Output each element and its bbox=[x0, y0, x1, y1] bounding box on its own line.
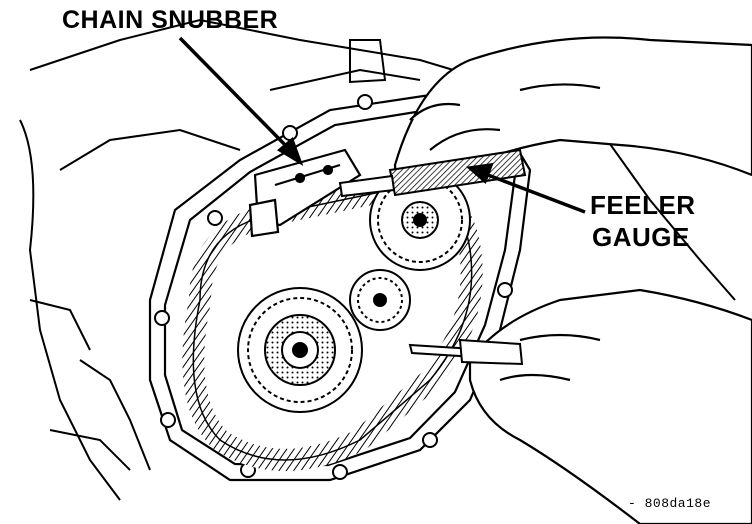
crankshaft-sprocket bbox=[238, 288, 362, 412]
feeler-gauge bbox=[340, 150, 525, 196]
chain-snubber bbox=[250, 150, 360, 236]
figure-code: - 808da18e bbox=[628, 496, 712, 511]
chain-snubber-label: CHAIN SNUBBER bbox=[62, 6, 279, 34]
leader-arrows bbox=[180, 38, 585, 212]
feeler-gauge-label-line2: GAUGE bbox=[592, 222, 690, 252]
screwdriver bbox=[410, 340, 522, 364]
feeler-gauge-label-line1: FEELER bbox=[590, 190, 696, 220]
intermediate-sprocket bbox=[350, 270, 410, 330]
lower-hand bbox=[470, 290, 752, 524]
